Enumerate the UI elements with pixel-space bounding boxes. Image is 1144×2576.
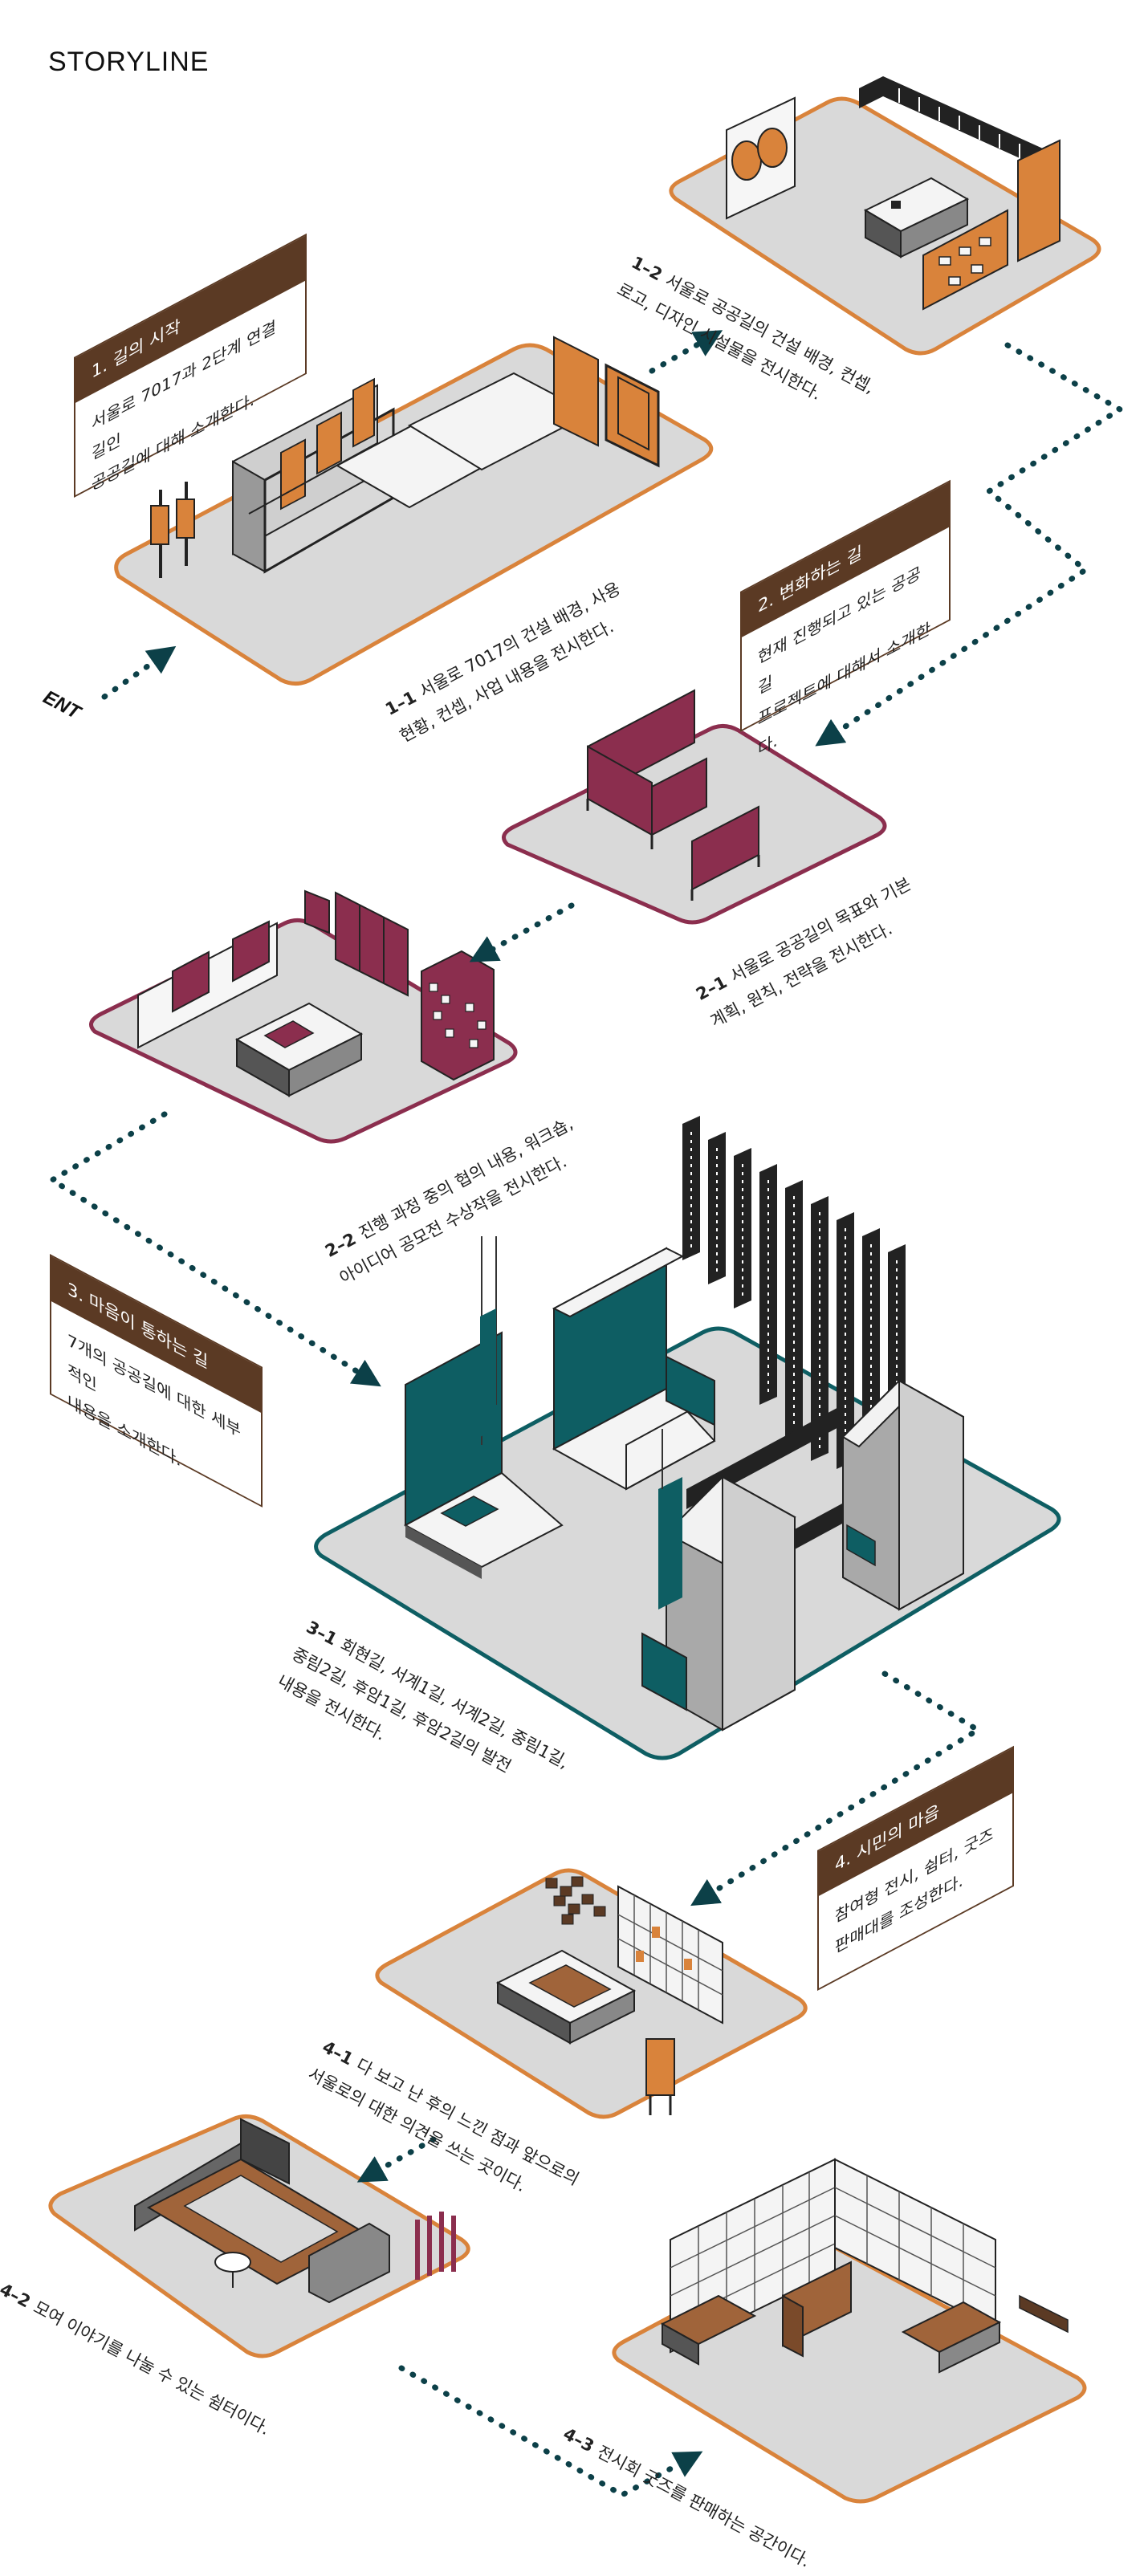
zone-4-3-furniture [660,2158,1069,2374]
zone-2-1-furniture [586,689,760,901]
floor-2-1 [502,724,887,925]
caption-4-2-number: 4–2 [0,2279,34,2312]
zone-1-2-furniture [726,76,1061,311]
page-title: STORYLINE [48,47,210,77]
route-path [47,330,1126,2499]
caption-3-1-number: 3–1 [303,1617,340,1650]
zone-4-2-furniture [134,2118,456,2304]
caption-1-2-number: 1–2 [628,252,666,285]
zone-1-1-furniture [150,336,660,578]
zone-4-1-furniture [495,1876,723,2115]
zone-3-1-furniture [403,1116,964,1732]
caption-4-1-number: 4–1 [319,2037,356,2069]
zone-2-2-furniture [137,889,495,1097]
floor-1-1 [114,343,714,686]
